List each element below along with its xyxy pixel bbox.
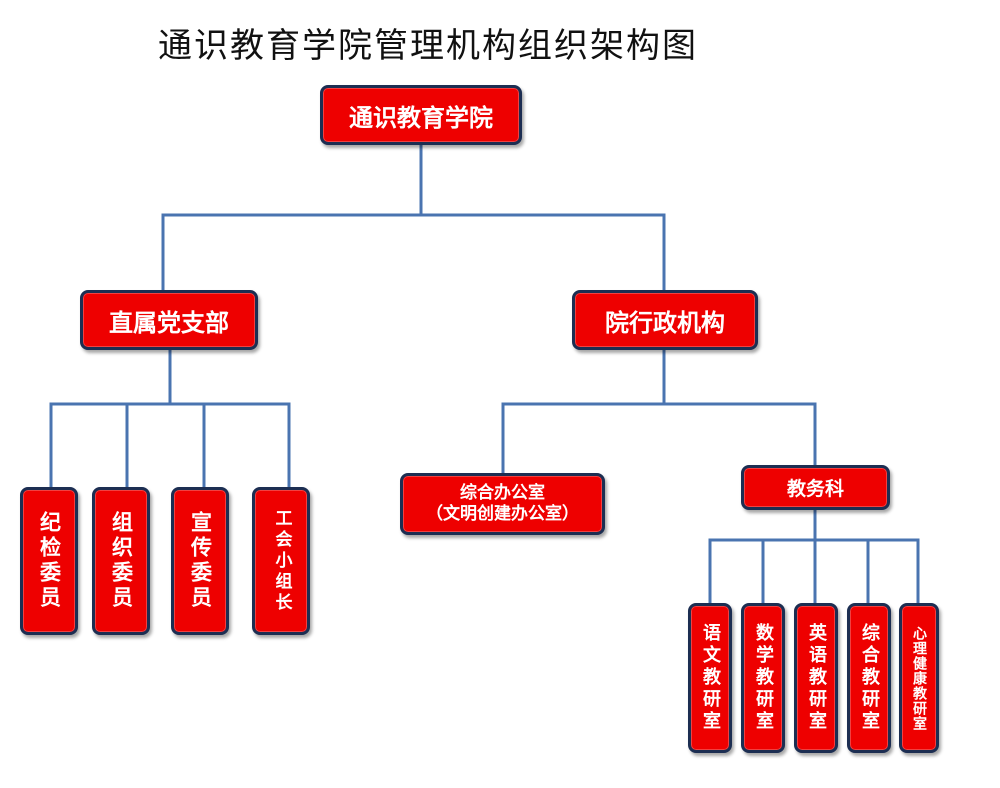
- node-organization: 组织委员: [92, 487, 150, 635]
- node-general-lab: 综合教研室: [847, 603, 891, 753]
- node-discipline: 纪检委员: [20, 487, 78, 635]
- node-chinese-lab: 语文教研室: [688, 603, 732, 753]
- node-chinese-lab-label: 语文教研室: [700, 623, 721, 733]
- node-general-lab-label: 综合教研室: [859, 623, 880, 733]
- node-admin-label: 院行政机构: [605, 308, 725, 337]
- node-admin: 院行政机构: [572, 290, 758, 350]
- node-discipline-label: 纪检委员: [37, 511, 62, 611]
- node-academic-affairs: 教务科: [741, 465, 890, 510]
- node-publicity-label: 宣传委员: [188, 511, 213, 611]
- node-root-label: 通识教育学院: [349, 103, 493, 132]
- node-math-lab: 数学教研室: [741, 603, 785, 753]
- node-general-office: 综合办公室 （文明创建办公室）: [400, 473, 605, 535]
- node-english-lab: 英语教研室: [794, 603, 838, 753]
- node-union-leader: 工会小组长: [252, 487, 310, 635]
- node-english-lab-label: 英语教研室: [806, 623, 827, 733]
- node-party-branch: 直属党支部: [80, 290, 258, 350]
- node-organization-label: 组织委员: [109, 511, 134, 611]
- chart-title: 通识教育学院管理机构组织架构图: [158, 26, 698, 66]
- node-union-leader-label: 工会小组长: [271, 508, 292, 614]
- node-general-office-label: 综合办公室 （文明创建办公室）: [426, 482, 579, 524]
- node-psychology-lab-label: 心理健康教研室: [911, 625, 927, 731]
- node-party-branch-label: 直属党支部: [109, 308, 229, 337]
- node-publicity: 宣传委员: [171, 487, 229, 635]
- node-academic-affairs-label: 教务科: [786, 478, 844, 500]
- node-psychology-lab: 心理健康教研室: [899, 603, 939, 753]
- node-root: 通识教育学院: [320, 85, 522, 145]
- node-math-lab-label: 数学教研室: [753, 623, 774, 733]
